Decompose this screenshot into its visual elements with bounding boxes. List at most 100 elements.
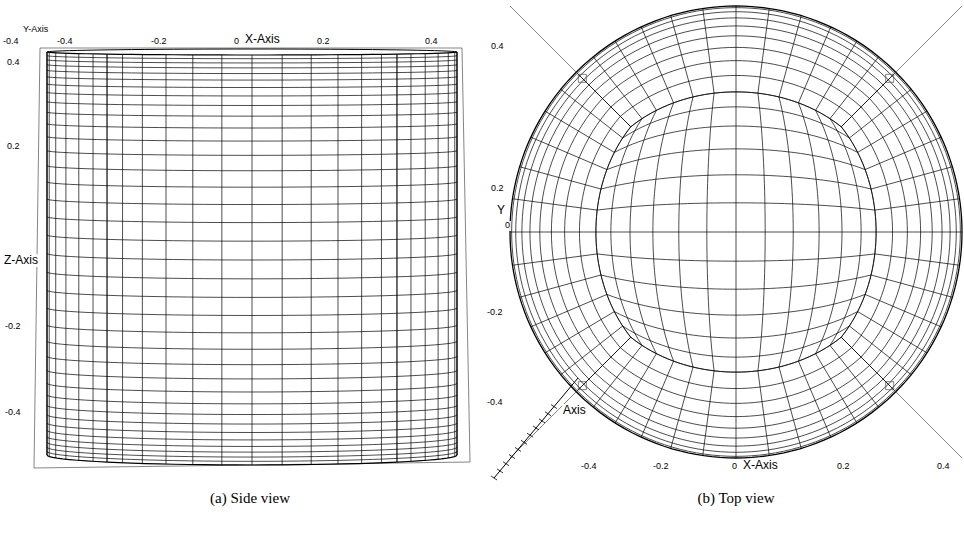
mesh-line [561, 89, 623, 138]
figure-caption: (b) Top view [697, 490, 776, 507]
axis-tick-mark [539, 419, 545, 423]
axis-tick: 0 [233, 37, 240, 47]
mesh-line [593, 57, 642, 119]
mesh-line [142, 55, 143, 464]
mesh-ring [579, 75, 892, 388]
axis-tick: 0.2 [6, 142, 21, 152]
axis-tick: 0.2 [316, 37, 331, 47]
mesh-line [593, 345, 642, 407]
mesh-line [779, 16, 801, 97]
mesh-line [641, 361, 673, 437]
mesh-line [531, 137, 607, 169]
mesh-line [841, 337, 896, 392]
mesh-line [512, 254, 597, 265]
mesh-line [545, 312, 614, 353]
mesh-line [703, 371, 714, 456]
mesh-line [798, 361, 830, 437]
mesh-line [337, 55, 338, 464]
axis-tick: -0.4 [56, 37, 74, 47]
mesh-line [816, 110, 842, 353]
mesh-line [865, 294, 941, 326]
mesh-line [282, 55, 283, 465]
frame-line [890, 386, 962, 458]
mesh-line [454, 52, 455, 456]
axis-tick-mark [533, 426, 539, 430]
mesh-line [607, 149, 865, 170]
axis-tick: -0.2 [486, 308, 504, 318]
frame-line [510, 386, 582, 458]
frame-line [34, 48, 470, 468]
mesh-line [858, 312, 927, 353]
axis-tick: 0.2 [836, 462, 851, 472]
mesh-line [576, 72, 631, 127]
mesh-line [876, 232, 962, 233]
mesh-line [816, 354, 857, 423]
mesh-line [736, 372, 737, 458]
axis-tick: 0.4 [424, 37, 439, 47]
mesh-line [671, 16, 693, 97]
mesh-line [841, 337, 896, 392]
mesh-line [816, 41, 857, 110]
mesh-line [166, 55, 167, 464]
axis-title: Z-Axis [3, 254, 39, 267]
mesh-line [779, 367, 801, 448]
mesh-line [78, 54, 79, 461]
mesh-line [192, 55, 193, 465]
axis-line [494, 378, 578, 478]
mesh-line [576, 337, 631, 392]
mesh-line [107, 54, 108, 462]
silhouette-line [456, 52, 457, 455]
mesh-line [614, 126, 857, 152]
mesh-line [457, 52, 458, 455]
axis-tick-mark [551, 405, 557, 409]
mesh-line [736, 6, 737, 92]
mesh-line [438, 53, 439, 459]
mesh-line [623, 107, 850, 138]
mesh-line [410, 54, 411, 461]
mesh-line [576, 337, 631, 392]
mesh-line [758, 8, 769, 93]
mesh-line [107, 54, 108, 462]
axis-tick-mark [515, 447, 521, 451]
mesh-line [830, 119, 861, 346]
mesh-line [520, 275, 601, 297]
mesh-line [596, 232, 876, 233]
mesh-ring [596, 92, 876, 372]
mesh-line [49, 52, 50, 456]
mesh-line [615, 41, 656, 110]
mesh-line [849, 89, 911, 138]
axis-tick-mark [491, 476, 497, 480]
mesh-line [361, 55, 362, 464]
mesh-line [47, 52, 48, 455]
mesh-ring [47, 52, 457, 55]
mesh-line [510, 232, 596, 233]
mesh-line [425, 54, 426, 461]
mesh-line [221, 55, 222, 465]
mesh-line [531, 294, 607, 326]
axis-tick: 0.4 [6, 58, 21, 68]
mesh-line [779, 97, 793, 367]
axis-title: Axis [562, 404, 587, 417]
mesh-ring [540, 36, 932, 428]
mesh-line [311, 55, 312, 465]
mesh-line [871, 167, 952, 189]
axis-tick: 0 [504, 221, 511, 231]
mesh-line [875, 199, 960, 210]
mesh-line [758, 371, 769, 456]
mesh-line [858, 111, 927, 152]
mesh-line [758, 93, 765, 371]
mesh-line [396, 54, 397, 462]
axis-tick-mark [545, 412, 551, 416]
mesh-line [561, 326, 623, 375]
mesh-line [122, 54, 123, 462]
mesh-line [865, 137, 941, 169]
frame-line [510, 6, 582, 78]
mesh-line [841, 72, 896, 127]
frame-marker [578, 382, 586, 390]
axis-tick: -0.2 [652, 462, 670, 472]
axis-tick: -0.2 [4, 322, 22, 332]
mesh-line [798, 27, 830, 103]
silhouette-line [46, 52, 47, 455]
mesh-line [798, 103, 819, 361]
